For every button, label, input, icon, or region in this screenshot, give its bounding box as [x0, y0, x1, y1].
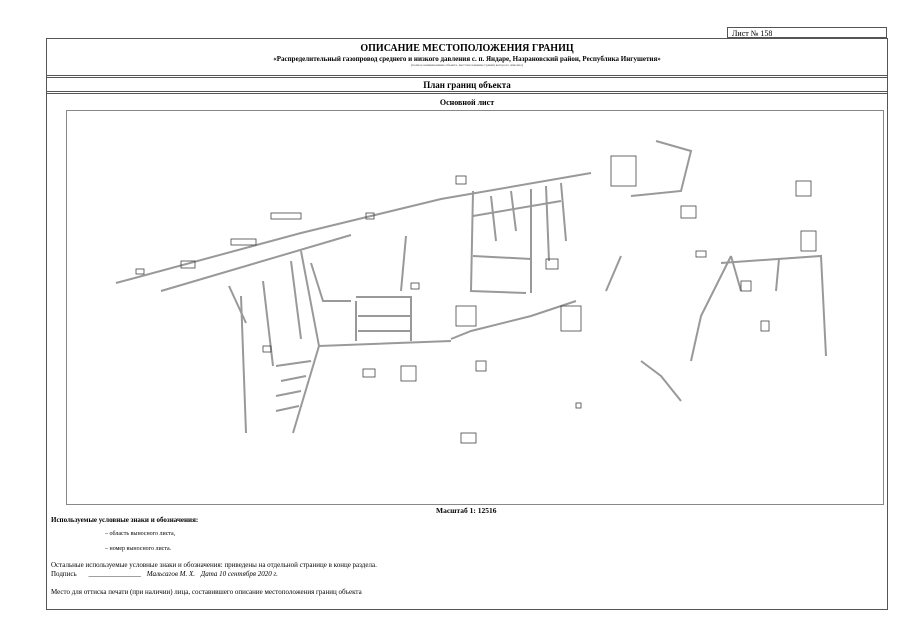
object-caption: (полное наименование объекта, местополож…: [410, 63, 524, 67]
legend-item: – номер выносного листа.: [105, 546, 172, 552]
date-label: Дата: [200, 570, 218, 578]
divider: [46, 75, 888, 76]
legend-item: – область выносного листа,: [105, 531, 176, 537]
boundary-map: [66, 110, 884, 505]
signer-name: Мальсагов М. Х.: [146, 570, 195, 578]
map-drawing: [115, 140, 827, 444]
signature-date: 10 сентября 2020 г.: [219, 570, 278, 578]
page-frame: [46, 38, 888, 610]
stamp-place: Место для оттиска печати (при наличии) л…: [51, 588, 362, 596]
other-signs-note: Остальные используемые условные знаки и …: [51, 561, 377, 569]
sheet-number: Лист № 158: [727, 27, 887, 38]
map-scale: Масштаб 1: 12516: [436, 506, 497, 515]
page-title: ОПИСАНИЕ МЕСТОПОЛОЖЕНИЯ ГРАНИЦ: [360, 43, 574, 54]
signature-label: Подпись: [51, 570, 77, 578]
divider: [46, 93, 888, 94]
divider: [46, 91, 888, 92]
signature-line: _______________: [88, 570, 141, 578]
section-title: План границ объекта: [423, 80, 511, 90]
legend-title: Используемые условные знаки и обозначени…: [51, 516, 199, 524]
main-sheet-label: Основной лист: [439, 98, 495, 107]
divider: [46, 77, 888, 78]
object-name: «Распределительный газопровод среднего и…: [273, 55, 661, 63]
signature-row: Подпись _______________ Мальсагов М. Х. …: [51, 570, 278, 578]
